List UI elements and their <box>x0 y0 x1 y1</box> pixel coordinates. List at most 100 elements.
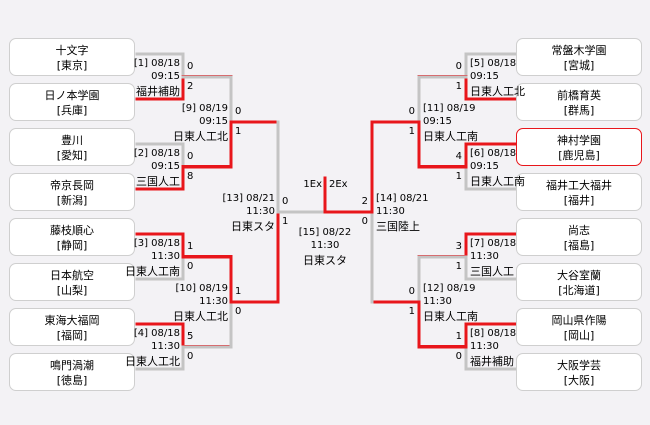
match-venue: 三国人工 <box>470 264 514 278</box>
match-number-date: [12] 08/19 <box>423 283 476 294</box>
score-top: 0 <box>187 61 194 72</box>
score-top: 0 <box>408 286 415 297</box>
team-box[interactable]: 常盤木学園[宮城] <box>516 38 642 76</box>
match-number-date: [7] 08/18 <box>470 238 517 249</box>
score-bottom: 2 <box>187 81 194 92</box>
score-bottom: 1 <box>282 216 289 227</box>
score-top: 0 <box>235 106 242 117</box>
team-name: 豊川 <box>61 134 83 147</box>
team-box[interactable]: 東海大福岡 [福岡] <box>9 308 135 346</box>
match-number-date: [6] 08/18 <box>470 148 517 159</box>
match-venue: 日東人工北 <box>173 129 228 143</box>
match-time: 09:15 <box>423 116 452 127</box>
team-prefecture: [大阪] <box>563 374 595 387</box>
team-box[interactable]: 帝京長岡[新潟] <box>9 173 135 211</box>
match-time: 11:30 <box>376 206 405 217</box>
team-box[interactable]: 神村学園 [鹿児島] <box>516 128 642 166</box>
score-top: 3 <box>455 241 462 252</box>
team-box[interactable]: 大谷室蘭 [北海道] <box>516 263 642 301</box>
final-number-date: [15] 08/22 <box>298 227 352 238</box>
match-time: 09:15 <box>470 71 499 82</box>
match-time: 11:30 <box>423 296 452 307</box>
team-prefecture: [東京] <box>56 59 88 72</box>
score-top: 2 <box>361 196 368 207</box>
team-name: 前橋育英 <box>557 89 601 102</box>
match-time: 11:30 <box>199 296 228 307</box>
team-prefecture: [福岡] <box>56 329 88 342</box>
team-name: 尚志 <box>568 224 590 237</box>
match-time: 09:15 <box>151 71 180 82</box>
final-score-left: 1Ex <box>303 179 322 190</box>
final-venue: 日東スタ <box>303 253 347 267</box>
match-time: 09:15 <box>470 161 499 172</box>
score-top: 1 <box>187 241 194 252</box>
match-venue: 日東人工北 <box>125 354 180 368</box>
team-box[interactable]: 岡山県作陽 [岡山] <box>516 308 642 346</box>
match-number-date: [9] 08/19 <box>181 103 228 114</box>
match-venue: 三国人工 <box>136 174 180 188</box>
match-venue: 日東人工南 <box>125 264 180 278</box>
score-top: 0 <box>187 151 194 162</box>
match-time: 11:30 <box>470 341 499 352</box>
team-name: 大阪学芸 <box>557 359 601 372</box>
team-box[interactable]: 尚志[福島] <box>516 218 642 256</box>
team-name: 日ノ本学園 <box>44 89 100 102</box>
match-venue: 日東人工南 <box>470 174 525 188</box>
score-bottom: 0 <box>187 261 194 272</box>
team-name: 東海大福岡 <box>44 314 100 327</box>
team-box[interactable]: 十文字 [東京] <box>9 38 135 76</box>
match-number-date: [13] 08/21 <box>222 193 275 204</box>
team-name: 日本航空 <box>50 269 94 282</box>
score-bottom: 0 <box>235 306 242 317</box>
team-name: 鳴門渦潮 <box>50 359 94 372</box>
score-bottom: 8 <box>187 171 194 182</box>
team-name: 神村学園 <box>557 134 601 147</box>
final-time: 11:30 <box>310 240 340 251</box>
score-top: 1 <box>235 286 242 297</box>
team-prefecture: [山梨] <box>56 284 88 297</box>
team-box[interactable]: 豊川[愛知] <box>9 128 135 166</box>
team-name: 藤枝順心 <box>50 224 94 237</box>
team-name: 大谷室蘭 <box>557 269 601 282</box>
team-name: 十文字 <box>55 44 89 57</box>
team-box[interactable]: 藤枝順心 [静岡] <box>9 218 135 256</box>
team-box[interactable]: 大阪学芸 [大阪] <box>516 353 642 391</box>
team-prefecture: [静岡] <box>56 239 88 252</box>
team-prefecture: [徳島] <box>56 374 88 387</box>
team-name: 岡山県作陽 <box>551 314 607 327</box>
match-time: 11:30 <box>151 251 180 262</box>
team-prefecture: [鹿児島] <box>558 149 600 162</box>
team-prefecture: [岡山] <box>563 329 595 342</box>
match-number-date: [14] 08/21 <box>376 193 429 204</box>
score-bottom: 1 <box>408 126 415 137</box>
team-box[interactable]: 日ノ本学園[兵庫] <box>9 83 135 121</box>
score-top: 4 <box>455 151 462 162</box>
score-bottom: 1 <box>235 126 242 137</box>
final-score-right: 2Ex <box>329 179 348 190</box>
match-time: 11:30 <box>246 206 275 217</box>
team-prefecture: [群馬] <box>563 104 595 117</box>
match-number-date: [5] 08/18 <box>470 58 517 69</box>
team-box[interactable]: 鳴門渦潮 [徳島] <box>9 353 135 391</box>
team-box[interactable]: 日本航空 [山梨] <box>9 263 135 301</box>
score-top: 0 <box>408 106 415 117</box>
match-number-date: [8] 08/18 <box>470 328 517 339</box>
match-venue: 日東スタ <box>231 219 275 233</box>
team-name: 常盤木学園 <box>551 44 607 57</box>
match-number-date: [3] 08/18 <box>133 238 180 249</box>
match-number-date: [11] 08/19 <box>423 103 476 114</box>
match-time: 09:15 <box>199 116 228 127</box>
team-name: 福井工大福井 <box>546 179 612 192</box>
score-top: 1 <box>455 331 462 342</box>
match-venue: 福井補助 <box>470 354 514 368</box>
team-box[interactable]: 前橋育英 [群馬] <box>516 83 642 121</box>
team-box[interactable]: 福井工大福井[福井] <box>516 173 642 211</box>
score-bottom: 1 <box>455 81 462 92</box>
score-top: 0 <box>282 196 289 207</box>
match-time: 11:30 <box>151 341 180 352</box>
score-bottom: 0 <box>361 216 368 227</box>
match-venue: 福井補助 <box>136 84 180 98</box>
match-number-date: [2] 08/18 <box>133 148 180 159</box>
team-prefecture: [北海道] <box>558 284 600 297</box>
